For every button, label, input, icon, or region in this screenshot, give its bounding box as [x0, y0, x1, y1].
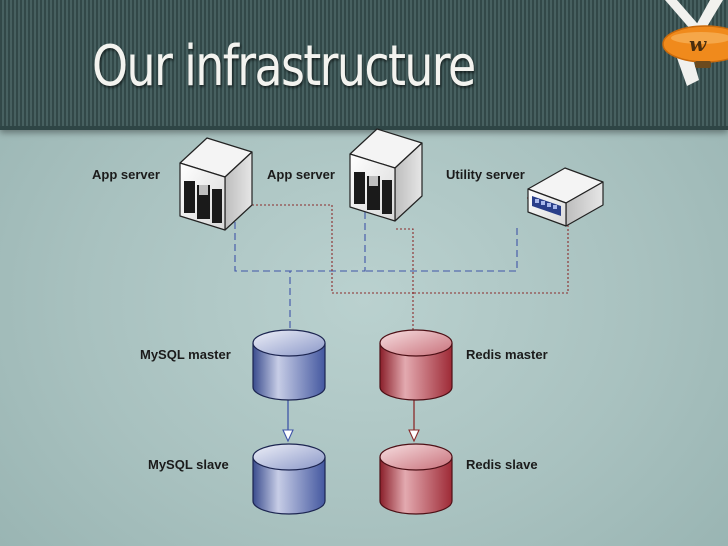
redis-master-label: Redis master [466, 347, 548, 362]
redis-replication-arrow [408, 400, 420, 443]
logo-lettering: w [689, 32, 707, 56]
connector-app1-redis [252, 204, 415, 294]
connector-utility-mysql [365, 228, 518, 272]
app-server-1-label: App server [92, 167, 160, 182]
utility-server-label: Utility server [446, 167, 525, 182]
slide-title: Our infrastructure [92, 34, 476, 99]
utility-server-icon [527, 167, 604, 227]
connector-app2-mysql [290, 212, 366, 272]
redis-slave-icon [379, 443, 453, 515]
app-server-1-icon [179, 137, 253, 231]
app-server-2-icon [349, 128, 423, 222]
title-bar: Our infrastructure [0, 0, 728, 130]
mysql-replication-arrow [282, 400, 294, 443]
mysql-connectors [234, 212, 518, 330]
mysql-slave-icon [252, 443, 326, 515]
redis-connectors [252, 197, 569, 330]
redis-slave-label: Redis slave [466, 457, 538, 472]
mysql-master-label: MySQL master [140, 347, 231, 362]
blimp-logo: w [662, 0, 728, 86]
mysql-slave-label: MySQL slave [148, 457, 229, 472]
connector-app1-mysql [234, 222, 291, 330]
connector-app2-redis [396, 228, 414, 330]
mysql-master-icon [252, 329, 326, 401]
redis-master-icon [379, 329, 453, 401]
app-server-2-label: App server [267, 167, 335, 182]
